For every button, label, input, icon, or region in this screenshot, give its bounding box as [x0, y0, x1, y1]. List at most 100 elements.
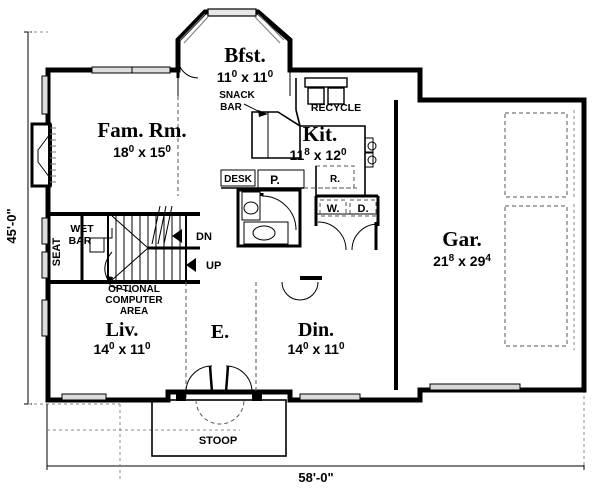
- kitchen-sink-basin-right: [327, 87, 345, 105]
- front-entry: [151, 365, 287, 457]
- room-label-bfst: Bfst.: [224, 43, 265, 67]
- dining-room: [281, 276, 361, 401]
- cooktop-plate-1: [364, 137, 374, 153]
- front-door-leaf-right: [224, 365, 230, 393]
- dimension-left-text: 45'-0": [4, 208, 19, 243]
- kitchen-sink-basin-left: [307, 87, 325, 105]
- optional-area-leader-2: [109, 285, 133, 293]
- liv-window-left: [41, 299, 49, 337]
- room-dim-kit: 118 x 120: [289, 147, 347, 163]
- mud-door-swing-1: [317, 221, 347, 251]
- garage-door-opening-1: [504, 112, 568, 198]
- bfst-bay-wall-right-2: [254, 16, 281, 44]
- room-label-fam: Fam. Rm.: [97, 118, 186, 142]
- stoop-arc: [195, 399, 245, 425]
- front-door-swing-right: [225, 365, 253, 393]
- wet-bar-counter: [96, 228, 113, 239]
- kitchen-counter-right: [300, 125, 366, 196]
- fireplace-firebox: [37, 133, 51, 179]
- powder-door-swing: [261, 195, 297, 231]
- label-desk: DESK: [224, 174, 253, 185]
- room-dim-liv: 140 x 110: [93, 341, 151, 357]
- room-dim-fam: 180 x 150: [113, 144, 171, 160]
- room-label-din: Din.: [298, 319, 334, 341]
- fam-window-top-1: [91, 66, 133, 74]
- breakfast-nook: [176, 8, 291, 96]
- garage: [394, 100, 575, 391]
- front-door-leaf-left: [208, 365, 214, 393]
- lav-counter: [241, 191, 261, 221]
- label-snack-bar-line2: BAR: [220, 102, 242, 113]
- optional-area-arrow: [106, 276, 113, 286]
- seat-window-lower: [41, 251, 49, 279]
- din-door-swing-left: [281, 281, 301, 301]
- stairs-up-arrow: [186, 258, 196, 272]
- label-wet-bar-line1: WET: [70, 223, 94, 235]
- dimension-bottom-text: 58'-0": [298, 470, 333, 485]
- living-room: [41, 282, 187, 401]
- label-stairs-up: UP: [206, 260, 221, 272]
- kitchen-sink-outer: [304, 77, 348, 88]
- powder-room-walls: [236, 188, 302, 248]
- din-door-swing-right: [299, 281, 319, 301]
- label-optional-line3: AREA: [120, 306, 148, 317]
- label-optional-line2: COMPUTER: [105, 295, 163, 306]
- garage-door-opening-2: [504, 205, 568, 347]
- kitchen-counter-angle: [295, 109, 301, 127]
- room-dim-din: 140 x 110: [287, 341, 345, 357]
- garage-window-bottom: [429, 383, 521, 391]
- room-dim-bfst: 110 x 110: [217, 69, 274, 85]
- family-room: [30, 66, 179, 196]
- fireplace-hatch: [50, 127, 56, 183]
- label-dryer: D.: [358, 203, 369, 215]
- bfst-bay-wall-left-1: [179, 13, 206, 41]
- mud-door-swing-2: [351, 223, 379, 251]
- dimension-lines: [24, 31, 585, 480]
- powder-room: [236, 188, 302, 248]
- label-washer: W.: [327, 203, 340, 215]
- room-label-entry: E.: [211, 321, 229, 343]
- cooktop-plate-2: [364, 152, 374, 168]
- liv-window-bottom: [61, 393, 107, 401]
- snack-bar-counter: [251, 111, 301, 159]
- bfst-bay-wall-left-2: [183, 16, 209, 44]
- exterior-walls: [45, 9, 587, 403]
- label-seat: SEAT: [51, 237, 63, 266]
- laundry-mudroom: [314, 194, 380, 251]
- stoop-slab: [151, 399, 287, 457]
- cooktop-burner-2: [367, 155, 377, 165]
- label-stoop: STOOP: [199, 435, 237, 447]
- cooktop-burner-1: [367, 141, 377, 151]
- bfst-bay-wall-right-1: [257, 13, 285, 41]
- label-recycle: RECYCLE: [311, 102, 361, 114]
- front-door-jamb-right: [252, 392, 262, 401]
- label-pantry: P.: [270, 173, 280, 187]
- bfst-window-top: [207, 8, 257, 17]
- fireplace-box: [30, 122, 52, 188]
- front-door-jamb-left: [176, 392, 186, 401]
- toilet-tank: [243, 221, 289, 245]
- room-label-kit: Kit.: [303, 122, 337, 146]
- label-refrigerator: R.: [330, 174, 340, 185]
- fam-window-left-upper: [41, 75, 49, 115]
- stairs-down-arrow: [172, 229, 182, 243]
- label-stairs-down: DN: [196, 231, 212, 243]
- stair-break-lines: [151, 205, 173, 245]
- front-door-swing-left: [185, 365, 213, 393]
- din-window-bottom: [299, 393, 361, 401]
- room-label-liv: Liv.: [106, 319, 139, 341]
- toilet-bowl: [252, 225, 276, 241]
- label-optional-line1: OPTIONAL: [108, 284, 160, 295]
- desk-box: [220, 169, 256, 187]
- label-wet-bar-line2: BAR: [69, 235, 92, 247]
- desk-pantry-area: [220, 169, 360, 189]
- house-perimeter: [45, 9, 587, 403]
- stair-zone: [41, 205, 200, 293]
- seat-window-upper: [41, 217, 49, 245]
- room-label-gar: Gar.: [442, 227, 481, 251]
- lav-sink: [243, 201, 259, 215]
- room-dim-gar: 218 x 294: [433, 253, 491, 269]
